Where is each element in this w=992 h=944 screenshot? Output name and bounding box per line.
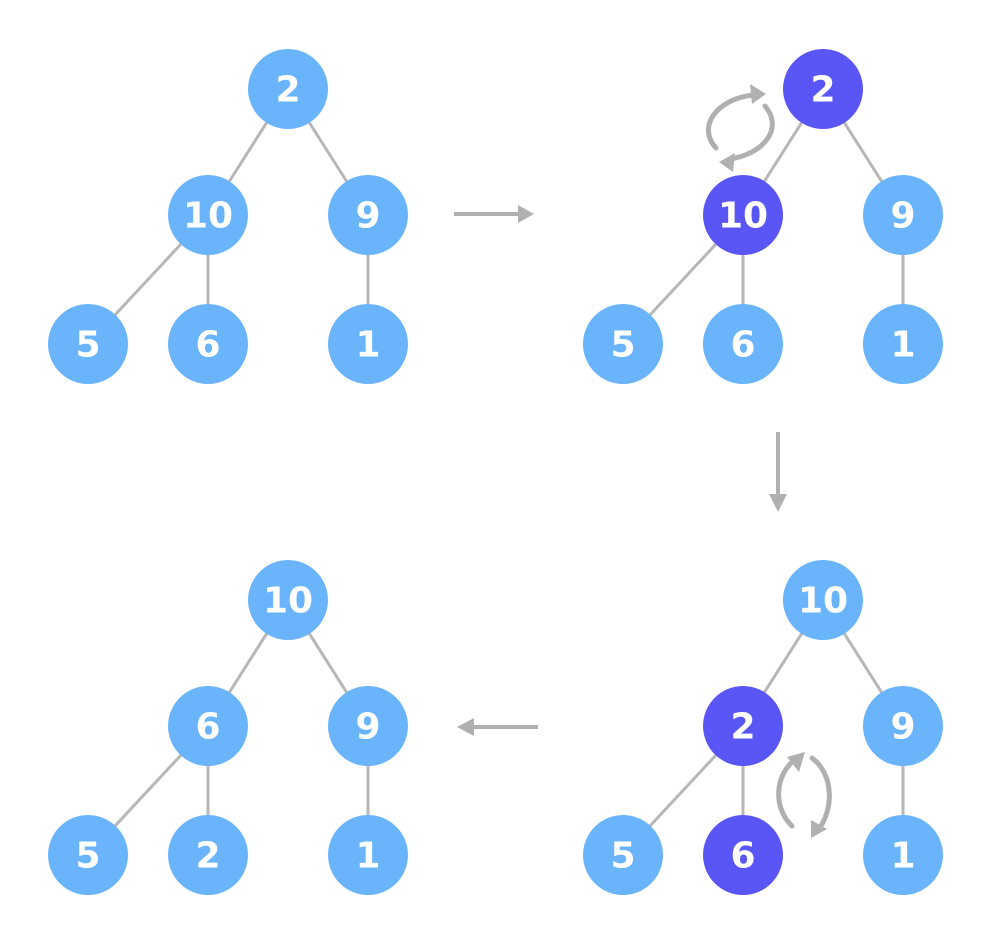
- node-label: 1: [890, 836, 915, 877]
- tree-node: 10: [248, 560, 328, 640]
- node-label: 10: [798, 581, 848, 622]
- tree-node: 1: [328, 815, 408, 895]
- node-label: 5: [610, 836, 635, 877]
- tree-node: 1: [863, 815, 943, 895]
- node-label: 2: [275, 70, 300, 111]
- tree-node: 9: [863, 686, 943, 766]
- node-circle: [703, 815, 783, 895]
- node-label: 2: [730, 707, 755, 748]
- node-label: 10: [183, 196, 233, 237]
- node-label: 6: [195, 707, 220, 748]
- swap-icon: [705, 84, 775, 172]
- node-label: 9: [355, 707, 380, 748]
- swap-icon: [776, 752, 832, 838]
- tree-node: 6: [168, 686, 248, 766]
- node-circle: [328, 815, 408, 895]
- tree-node: 5: [48, 815, 128, 895]
- nodes-layer: 2 10 9 5 6 1 2 10 9 5 6 1 10 2 9 5 6 1 10 6 9 5 2 1: [48, 49, 943, 895]
- tree-node: 5: [48, 304, 128, 384]
- node-circle: [168, 686, 248, 766]
- node-label: 6: [195, 325, 220, 366]
- node-circle: [248, 560, 328, 640]
- node-circle: [583, 304, 663, 384]
- node-label: 6: [730, 325, 755, 366]
- node-circle: [583, 815, 663, 895]
- node-circle: [703, 304, 783, 384]
- tree-node: 10: [168, 175, 248, 255]
- node-label: 5: [610, 325, 635, 366]
- node-label: 5: [75, 836, 100, 877]
- node-label: 2: [810, 70, 835, 111]
- node-label: 1: [890, 325, 915, 366]
- node-circle: [703, 686, 783, 766]
- node-circle: [783, 49, 863, 129]
- tree-node: 9: [328, 686, 408, 766]
- node-circle: [168, 304, 248, 384]
- flow-arrow-left: [457, 718, 538, 736]
- node-circle: [863, 815, 943, 895]
- node-circle: [863, 686, 943, 766]
- node-label: 9: [355, 196, 380, 237]
- tree-node: 2: [168, 815, 248, 895]
- node-circle: [783, 560, 863, 640]
- node-circle: [328, 686, 408, 766]
- tree-node: 1: [863, 304, 943, 384]
- node-circle: [703, 175, 783, 255]
- tree-node: 9: [863, 175, 943, 255]
- tree-node: 10: [783, 560, 863, 640]
- node-circle: [248, 49, 328, 129]
- node-circle: [863, 175, 943, 255]
- flow-arrow-right: [454, 205, 534, 223]
- flow-arrow-down: [769, 432, 787, 512]
- node-label: 10: [718, 196, 768, 237]
- tree-node: 5: [583, 304, 663, 384]
- tree-node: 6: [703, 304, 783, 384]
- tree-node: 1: [328, 304, 408, 384]
- tree-node: 6: [703, 815, 783, 895]
- node-circle: [48, 815, 128, 895]
- node-circle: [863, 304, 943, 384]
- tree-node: 2: [703, 686, 783, 766]
- node-label: 9: [890, 707, 915, 748]
- node-circle: [168, 175, 248, 255]
- node-circle: [168, 815, 248, 895]
- node-label: 6: [730, 836, 755, 877]
- node-label: 1: [355, 836, 380, 877]
- node-label: 9: [890, 196, 915, 237]
- node-label: 5: [75, 325, 100, 366]
- node-label: 2: [195, 836, 220, 877]
- tree-node: 2: [248, 49, 328, 129]
- node-circle: [48, 304, 128, 384]
- node-label: 10: [263, 581, 313, 622]
- tree-node: 6: [168, 304, 248, 384]
- tree-node: 10: [703, 175, 783, 255]
- tree-node: 9: [328, 175, 408, 255]
- node-circle: [328, 175, 408, 255]
- node-circle: [328, 304, 408, 384]
- tree-node: 2: [783, 49, 863, 129]
- node-label: 1: [355, 325, 380, 366]
- tree-node: 5: [583, 815, 663, 895]
